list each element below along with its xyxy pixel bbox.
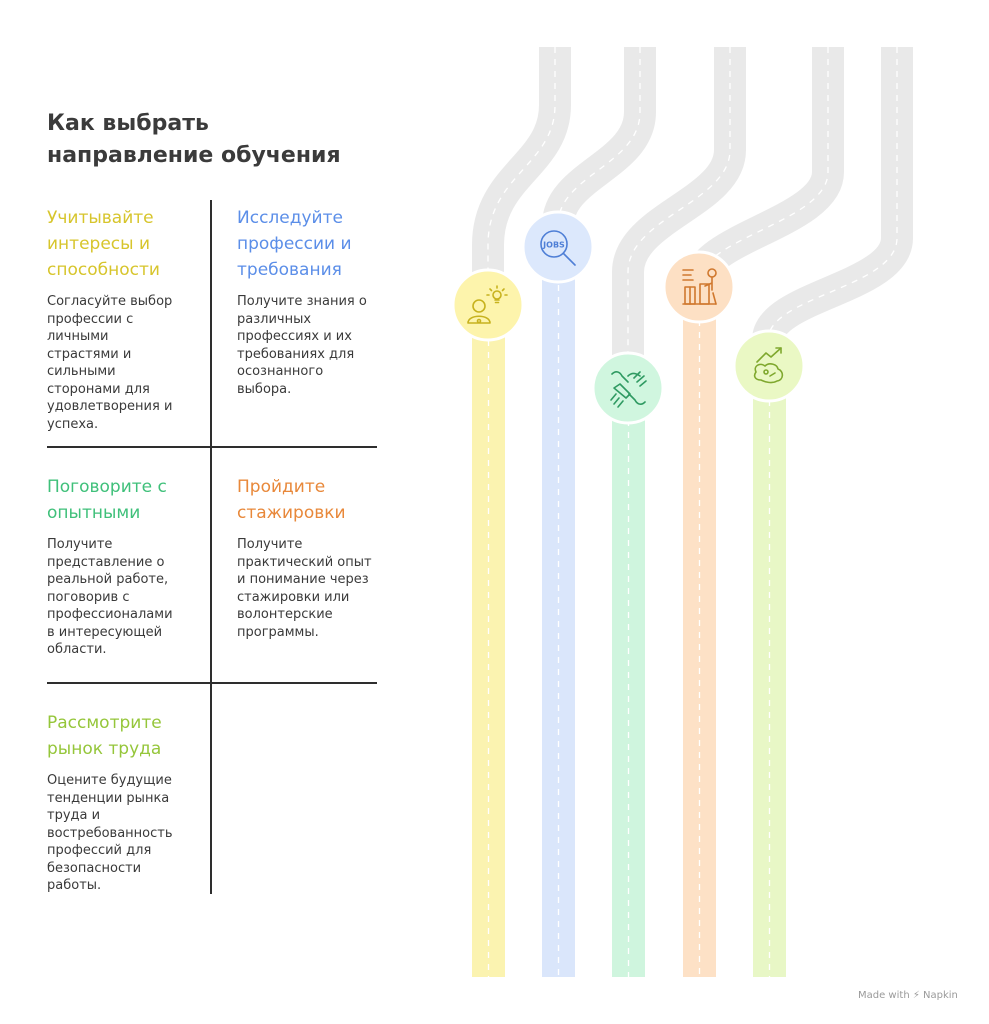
text-line: реальной работе, (47, 572, 169, 587)
heading-line: рынок труда (47, 739, 162, 759)
text-line: стажировки или (237, 589, 350, 605)
text-line: Получите (237, 537, 303, 552)
title-line: направление обучения (47, 143, 341, 168)
heading-line: Рассмотрите (47, 713, 162, 733)
text-line: представление о (47, 554, 165, 570)
text-line: безопасности (47, 860, 142, 876)
step-description: Получите знания о различных профессиях и… (237, 293, 397, 398)
grid-divider-vertical-bottom (210, 684, 212, 894)
lane-dashes (487, 285, 771, 977)
text-line: осознанного (237, 364, 324, 379)
text-line: профессий для (47, 843, 152, 858)
text-line: программы. (237, 624, 319, 640)
step-talk-experienced: Поговорите с опытными Получите представл… (47, 474, 207, 659)
heading-line: опытными (47, 503, 141, 523)
lane-5 (753, 365, 786, 977)
text-line: тенденции рынка (47, 790, 170, 806)
jobs-icon-text: JOBS (542, 241, 565, 250)
text-line: личными (47, 329, 109, 344)
text-line: профессиях и их (237, 329, 352, 344)
text-line: выбора. (237, 381, 292, 397)
title-line: Как выбрать (47, 111, 209, 136)
grid-divider-vertical-top (210, 200, 212, 447)
text-line: профессии с (47, 311, 134, 327)
step-heading: Исследуйте профессии и требования (237, 205, 397, 283)
step-internships: Пройдите стажировки Получите практически… (237, 474, 397, 641)
heading-line: стажировки (237, 503, 346, 523)
handshake-icon (591, 351, 665, 425)
footer-credit: Made with ⚡ Napkin (858, 990, 958, 1001)
heading-line: требования (237, 260, 342, 280)
grid-divider-vertical-middle (210, 447, 212, 683)
step-description: Получите практический опыт и понимание ч… (237, 536, 397, 641)
heading-line: интересы и (47, 234, 150, 254)
text-line: Получите знания о (237, 294, 367, 309)
step-description: Согласуйте выбор профессии с личными стр… (47, 293, 207, 433)
trend-map-icon (732, 329, 806, 403)
text-line: области. (47, 642, 107, 657)
text-line: работы. (47, 878, 102, 893)
text-line: требованиях для (237, 346, 355, 362)
text-line: сторонами для (47, 381, 150, 397)
grid-divider-horizontal-2 (47, 682, 377, 684)
text-line: поговорив с (47, 589, 130, 605)
step-description: Оцените будущие тенденции рынка труда и … (47, 772, 207, 895)
step-heading: Рассмотрите рынок труда (47, 710, 207, 762)
grid-divider-horizontal-1 (47, 446, 377, 448)
step-heading: Пройдите стажировки (237, 474, 397, 526)
text-line: страстями и (47, 346, 132, 362)
text-line: и понимание через (237, 572, 369, 587)
text-line: труда и (47, 808, 101, 823)
text-line: Согласуйте выбор (47, 294, 173, 309)
text-line: различных (237, 311, 312, 327)
jobs-search-icon: JOBS (521, 210, 595, 284)
text-line: практический опыт (237, 554, 372, 570)
heading-line: Поговорите с (47, 477, 167, 497)
text-line: профессионалами (47, 607, 173, 622)
step-heading: Поговорите с опытными (47, 474, 207, 526)
colored-lanes (472, 250, 786, 977)
step-description: Получите представление о реальной работе… (47, 536, 207, 659)
step-interests: Учитывайте интересы и способности Соглас… (47, 205, 207, 433)
step-heading: Учитывайте интересы и способности (47, 205, 207, 283)
heading-line: Исследуйте (237, 208, 343, 228)
text-line: Получите (47, 537, 113, 552)
step-job-market: Рассмотрите рынок труда Оцените будущие … (47, 710, 207, 895)
heading-line: способности (47, 260, 160, 280)
text-line: волонтерские (237, 607, 333, 622)
workstation-icon (662, 250, 736, 324)
heading-line: профессии и (237, 234, 352, 254)
heading-line: Пройдите (237, 477, 326, 497)
text-line: успеха. (47, 416, 99, 432)
person-lightbulb-icon (451, 268, 525, 342)
step-research: Исследуйте профессии и требования Получи… (237, 205, 397, 398)
text-line: в интересующей (47, 624, 163, 640)
page-title: Как выбрать направление обучения (47, 108, 387, 172)
heading-line: Учитывайте (47, 208, 154, 228)
text-line: удовлетворения и (47, 399, 173, 414)
text-line: востребованность (47, 825, 173, 841)
text-line: сильными (47, 364, 116, 379)
text-line: Оцените будущие (47, 773, 172, 788)
